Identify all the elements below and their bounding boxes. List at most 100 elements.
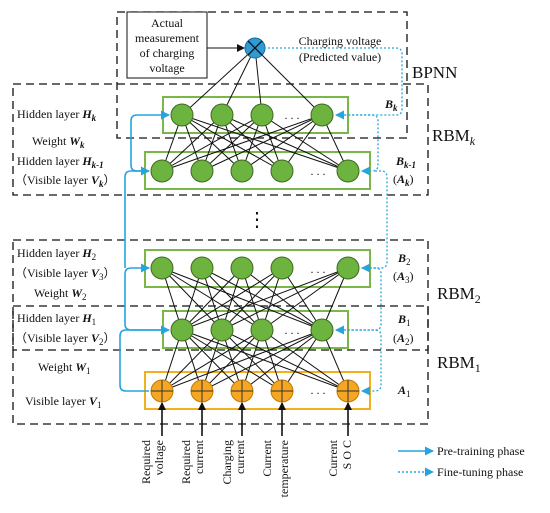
hidden-neuron: [310, 103, 334, 127]
actual-measurement-box: [126, 11, 208, 79]
weight-connection: [161, 329, 223, 392]
weight-connection: [281, 329, 323, 392]
weight-connection: [181, 267, 349, 331]
rbm-k-region: [12, 83, 429, 196]
hidden-neuron: [250, 103, 274, 127]
rbm-2-region: [12, 239, 429, 351]
weight-connection: [161, 329, 323, 392]
legend-pretrain-label: Pre-training phase: [437, 444, 525, 458]
weight-connection: [161, 114, 223, 172]
hidden-neuron: [150, 159, 174, 183]
rbm-1-label: RBM1: [437, 353, 481, 375]
hidden-neuron: [170, 318, 194, 342]
label-bias-bk1: Bk-1: [395, 154, 416, 170]
weight-connection: [261, 267, 349, 331]
pretrain-arrow-v1-h1: [119, 325, 170, 392]
bpnn-label: BPNN: [412, 63, 457, 82]
hidden-neuron: [190, 256, 214, 280]
training-arrows: [119, 47, 403, 396]
label-bias-ak: (Ak): [393, 172, 414, 188]
cross-mark: [247, 40, 263, 56]
weight-connection: [221, 329, 349, 392]
weight-connection: [281, 267, 323, 331]
weight-connection: [261, 329, 349, 392]
hidden-neuron: [270, 159, 294, 183]
finetune-arrow-out-hk: [264, 47, 403, 120]
input-label: voltage: [152, 440, 166, 475]
weight-connection: [241, 267, 323, 331]
ellipsis-h2: . . .: [311, 262, 326, 276]
hidden-neuron: [270, 256, 294, 280]
output-connection: [221, 47, 256, 116]
weight-connection: [241, 114, 323, 172]
input-label: temperature: [277, 440, 291, 497]
hidden-neuron: [336, 159, 360, 183]
label-bias-b1: B1: [397, 312, 411, 328]
weight-connection: [201, 267, 323, 331]
label-visible-layer-v1: Visible layer V1: [25, 394, 101, 410]
input-label: Required: [179, 440, 193, 484]
label-weight-w1: Weight W1: [38, 360, 91, 376]
input-label: Current: [260, 439, 274, 476]
label-bias-bk: Bk: [384, 97, 398, 113]
input-label: current: [233, 439, 247, 474]
weight-connection: [221, 267, 349, 331]
bpnn-region: [116, 11, 408, 139]
label-hidden-layer-h2: Hidden layer H2: [17, 246, 96, 262]
vertical-ellipsis: ⋮: [247, 209, 267, 231]
finetune-arrow-h1-v1: [336, 329, 382, 396]
predicted-value-line-1: Charging voltage: [299, 34, 382, 48]
input-label: Charging: [220, 440, 234, 484]
label-hidden-layer-hk: Hidden layer Hk: [17, 107, 97, 123]
weight-connection: [161, 329, 263, 392]
actual-measurement-line-3: of charging: [140, 46, 195, 60]
hidden-neuron: [310, 318, 334, 342]
weight-connection: [201, 329, 263, 392]
pretrain-arrow-hk1-hk: [130, 110, 170, 172]
legend-finetune-label: Fine-tuning phase: [437, 465, 523, 479]
finetune-arrow-hk-hk1: [336, 114, 379, 176]
weight-connection: [161, 114, 323, 172]
weight-connection: [221, 114, 349, 172]
weight-connection: [181, 267, 243, 331]
weight-connection: [241, 329, 323, 392]
label-bias-a1: A1: [397, 383, 411, 399]
label-visible-layer-v2: （Visible layer V2）: [15, 331, 115, 347]
finetune-arrow-hk1-h2: [361, 170, 388, 273]
rbm-1-region: [12, 305, 429, 425]
input-label: Required: [139, 440, 153, 484]
label-hidden-layer-hk1: Hidden layer Hk-1: [17, 154, 104, 170]
weight-connection: [181, 267, 283, 331]
rbm-k-label: RBMk: [432, 126, 476, 148]
label-bias-b2: B2: [397, 251, 411, 267]
output-connection: [254, 47, 323, 116]
weight-connection: [221, 267, 283, 331]
weight-connection: [181, 329, 349, 392]
hidden-neuron: [170, 103, 194, 127]
input-label: S O C: [340, 440, 354, 469]
input-label: Current: [326, 439, 340, 476]
label-visible-layer-v3: （Visible layer V3）: [15, 266, 115, 282]
weight-connection: [261, 114, 349, 172]
pretrain-arrow-to-hk1: [124, 166, 150, 268]
actual-measurement-line-4: voltage: [149, 61, 184, 75]
hidden-neuron: [190, 159, 214, 183]
hidden-layer-2-box: [144, 249, 371, 288]
ellipsis-hk1: . . .: [311, 164, 326, 178]
weight-connection: [201, 114, 263, 172]
label-hidden-layer-h1: Hidden layer H1: [17, 311, 96, 327]
ellipsis-h1: . . .: [285, 323, 300, 337]
weight-connection: [201, 114, 323, 172]
neurons: [150, 37, 360, 403]
hidden-neuron: [336, 256, 360, 280]
label-weight-wk: Weight Wk: [32, 134, 85, 150]
label-visible-layer-vk: （Visible layer Vk）: [15, 173, 115, 189]
predicted-value-line-2: (Predicted value): [299, 50, 381, 64]
legend: Pre-training phase Fine-tuning phase: [398, 444, 525, 479]
hidden-neuron: [230, 159, 254, 183]
actual-measurement-line-1: Actual: [151, 16, 184, 30]
weight-connection: [161, 267, 323, 331]
